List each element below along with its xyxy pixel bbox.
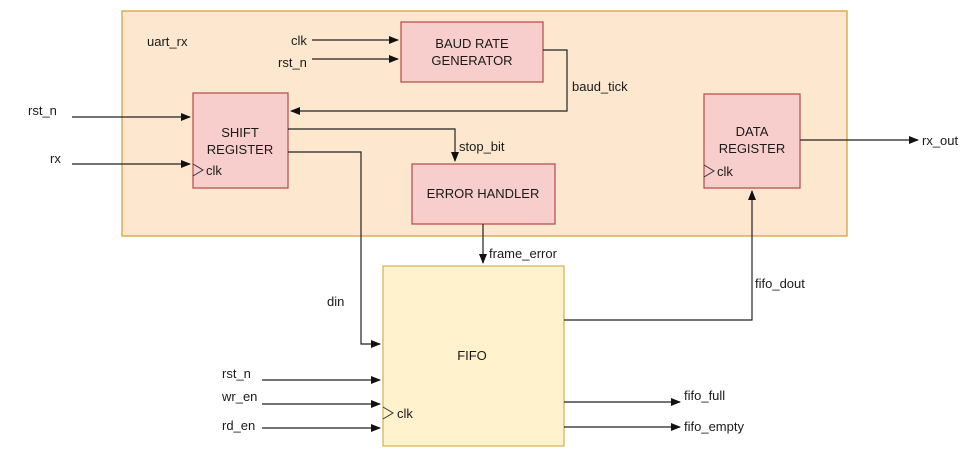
baud-rate-generator-title-2: GENERATOR	[431, 53, 512, 68]
shift-register-title-2: REGISTER	[207, 142, 273, 157]
data-register-clk-label: clk	[717, 164, 733, 179]
baud-tick-label: baud_tick	[572, 79, 628, 94]
stop-bit-label: stop_bit	[459, 139, 505, 154]
fifo-dout-label: fifo_dout	[755, 276, 805, 291]
baud-rst-label: rst_n	[278, 55, 307, 70]
fifo-title: FIFO	[457, 348, 487, 363]
shift-register-clock-triangle-icon	[192, 163, 204, 177]
data-register-title-2: REGISTER	[719, 141, 785, 156]
din-wire	[288, 151, 381, 348]
shift-rst-label: rst_n	[28, 103, 57, 118]
fifo-clock-triangle-icon	[382, 406, 394, 420]
baud-tick-wire	[290, 49, 568, 115]
uart-rx-container-label: uart_rx	[147, 34, 188, 49]
fifo-rst-label: rst_n	[222, 366, 251, 381]
fifo-full-label: fifo_full	[684, 388, 725, 403]
fifo-block	[382, 265, 565, 447]
baud-clk-label: clk	[291, 33, 307, 48]
shift-register-title-1: SHIFT	[221, 125, 259, 140]
shift-register-block	[192, 92, 289, 189]
din-label: din	[327, 294, 344, 309]
data-register-clock-triangle-icon	[703, 164, 715, 178]
error-handler-title: ERROR HANDLER	[427, 186, 540, 201]
fifo-rd-en-label: rd_en	[222, 418, 255, 433]
fifo-empty-label: fifo_empty	[684, 419, 744, 434]
baud-rate-generator-title-1: BAUD RATE	[435, 36, 509, 51]
stop-bit-wire	[288, 128, 459, 162]
fifo-dout-wire	[564, 190, 756, 321]
data-register-block	[703, 93, 801, 189]
shift-register-clk-label: clk	[206, 163, 222, 178]
fifo-clk-label: clk	[397, 406, 413, 421]
fifo-wr-en-label: wr_en	[221, 389, 257, 404]
rx-out-label: rx_out	[922, 133, 959, 148]
data-register-title-1: DATA	[736, 124, 769, 139]
shift-rx-label: rx	[50, 151, 61, 166]
frame-error-label: frame_error	[489, 246, 558, 261]
baud-rate-generator-block	[400, 21, 544, 83]
